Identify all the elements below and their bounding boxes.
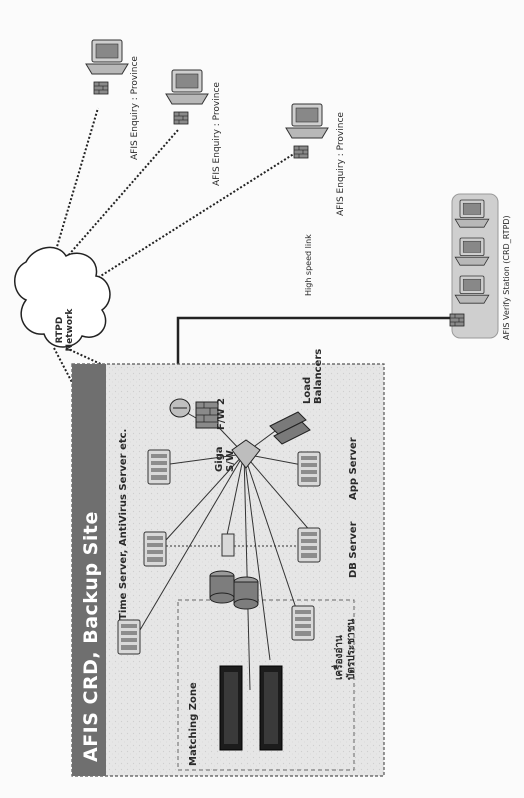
giga-line2: S/W: [225, 446, 236, 472]
load-balancer-label: Load Balancers: [302, 349, 324, 404]
link-enquiry-3: [88, 150, 300, 284]
giga-label: Giga S/W: [214, 446, 236, 472]
time-server-2: [144, 532, 166, 566]
matching-rack-1: [220, 666, 242, 750]
time-server-3: [118, 620, 140, 654]
load-balancer-line2: Balancers: [313, 349, 324, 404]
app-server-label: App Server: [348, 437, 359, 500]
load-balancer-line1: Load: [302, 349, 313, 404]
thai-line2: บัตรประชาชน: [346, 619, 358, 680]
matching-zone-label: Matching Zone: [188, 682, 199, 766]
verify-label: AFIS Verify Station (CRD_RTPD): [502, 215, 511, 340]
time-server-label: Time Server, AntiVirus Server etc.: [118, 429, 129, 620]
giga-line1: Giga: [214, 446, 225, 472]
fw-label: F/W 2: [216, 398, 227, 430]
db-server-label: DB Server: [348, 521, 359, 578]
link-enquiry-2: [66, 130, 178, 258]
app-server: [298, 452, 320, 486]
verify-station-box: [450, 194, 498, 338]
cloud-label: RTPD Network: [30, 320, 100, 340]
site-title: AFIS CRD, Backup Site: [80, 511, 102, 762]
enquiry-label-1: AFIS Enquiry : Province: [130, 56, 140, 160]
lan-device: [222, 534, 234, 556]
thai-line1: เครื่องอ่าน: [334, 619, 346, 680]
router: [170, 399, 190, 417]
cloud-line1: RTPD: [55, 295, 65, 365]
high-speed-label: High speed link: [304, 234, 313, 296]
link-enquiry-1: [56, 108, 98, 250]
enquiry-station-3: [286, 104, 328, 158]
time-server-1: [148, 450, 170, 484]
enquiry-label-2: AFIS Enquiry : Province: [212, 82, 222, 186]
card-reader-label: เครื่องอ่าน บัตรประชาชน: [334, 619, 358, 680]
cloud-line2: Network: [65, 295, 75, 365]
enquiry-station-2: [166, 70, 208, 124]
enquiry-station-1: [86, 40, 128, 94]
card-reader-server: [292, 606, 314, 640]
firewall-2: [196, 402, 218, 428]
matching-rack-2: [260, 666, 282, 750]
enquiry-label-3: AFIS Enquiry : Province: [336, 112, 346, 216]
db-server: [298, 528, 320, 562]
